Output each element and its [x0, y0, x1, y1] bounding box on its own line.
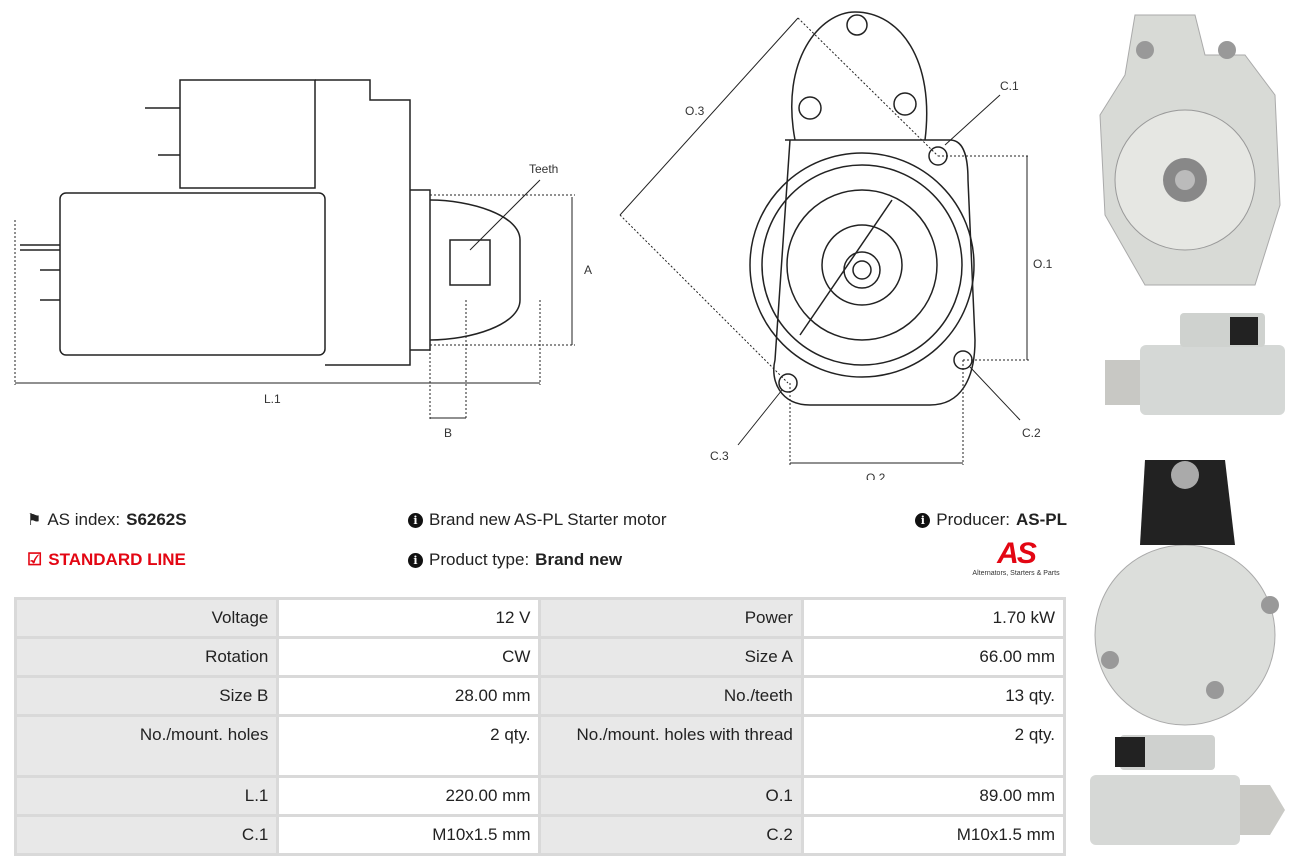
as-index-label: AS index: [47, 510, 121, 529]
side-view-dimensions [14, 194, 575, 420]
spec-label: No./mount. holes with thread [538, 714, 804, 778]
label-c3: C.3 [710, 449, 729, 463]
spec-label: Power [538, 597, 804, 639]
product-photos [1090, 14, 1285, 845]
standard-line: ☑ STANDARD LINE [27, 550, 186, 570]
checkbox-icon: ☑ [27, 550, 43, 569]
side-view-drawing [20, 79, 521, 366]
info-icon: i [408, 552, 423, 568]
spec-value: 2 qty. [276, 714, 542, 778]
spec-label: C.2 [538, 814, 804, 856]
spec-value: 12 V [276, 597, 542, 639]
as-index: ⚑ AS index: S6262S [27, 510, 187, 530]
label-c2: C.2 [1022, 426, 1041, 440]
info-icon: i [915, 512, 931, 528]
spec-label: No./mount. holes [13, 714, 280, 778]
photo-side-1 [1105, 313, 1285, 415]
label-o3: O.3 [685, 104, 705, 118]
label-teeth: Teeth [529, 162, 558, 176]
producer-value: AS-PL [1016, 510, 1067, 529]
photo-front [1099, 14, 1281, 286]
label-l1: L.1 [264, 392, 281, 406]
spec-value: 89.00 mm [800, 775, 1067, 817]
spec-label: Size A [538, 636, 804, 678]
spec-value: M10x1.5 mm [276, 814, 542, 856]
product-type-value: Brand new [535, 550, 623, 569]
technical-drawings: Teeth A L.1 B O.3 C.1 O.1 C.2 C.3 O.2 [14, 11, 1053, 480]
description-text: Brand new AS-PL Starter motor [429, 510, 667, 529]
photo-side-2 [1090, 735, 1285, 845]
logo-mark: AS [997, 537, 1037, 570]
photo-rear [1094, 460, 1279, 726]
label-a: A [584, 263, 592, 277]
spec-value: 66.00 mm [800, 636, 1067, 678]
product-type-label: Product type: [429, 550, 530, 569]
label-o2: O.2 [866, 471, 886, 480]
spec-label: Rotation [13, 636, 280, 678]
producer: i Producer: AS-PL [915, 510, 1067, 530]
spec-value: M10x1.5 mm [800, 814, 1067, 856]
product-type: i Product type: Brand new [408, 550, 622, 570]
spec-value: 13 qty. [800, 675, 1067, 717]
front-view-drawing [749, 11, 976, 406]
spec-label: C.1 [13, 814, 280, 856]
tags-icon: ⚑ [27, 512, 42, 529]
producer-label: Producer: [936, 510, 1010, 529]
spec-value: CW [276, 636, 542, 678]
spec-label: Voltage [13, 597, 280, 639]
description: i Brand new AS-PL Starter motor [408, 510, 666, 530]
standard-line-label: STANDARD LINE [48, 550, 186, 569]
as-pl-logo: AS Alternators, Starters & Parts [965, 537, 1067, 578]
logo-tagline: Alternators, Starters & Parts [972, 570, 1060, 577]
info-icon: i [408, 512, 423, 528]
label-c1: C.1 [1000, 79, 1019, 93]
spec-value: 2 qty. [800, 714, 1067, 778]
spec-label: Size B [13, 675, 280, 717]
spec-label: L.1 [13, 775, 280, 817]
spec-value: 220.00 mm [276, 775, 542, 817]
spec-value: 1.70 kW [800, 597, 1067, 639]
spec-value: 28.00 mm [276, 675, 542, 717]
spec-label: No./teeth [538, 675, 804, 717]
label-b: B [444, 426, 452, 440]
label-o1: O.1 [1033, 257, 1053, 271]
as-index-value: S6262S [126, 510, 187, 529]
spec-label: O.1 [538, 775, 804, 817]
